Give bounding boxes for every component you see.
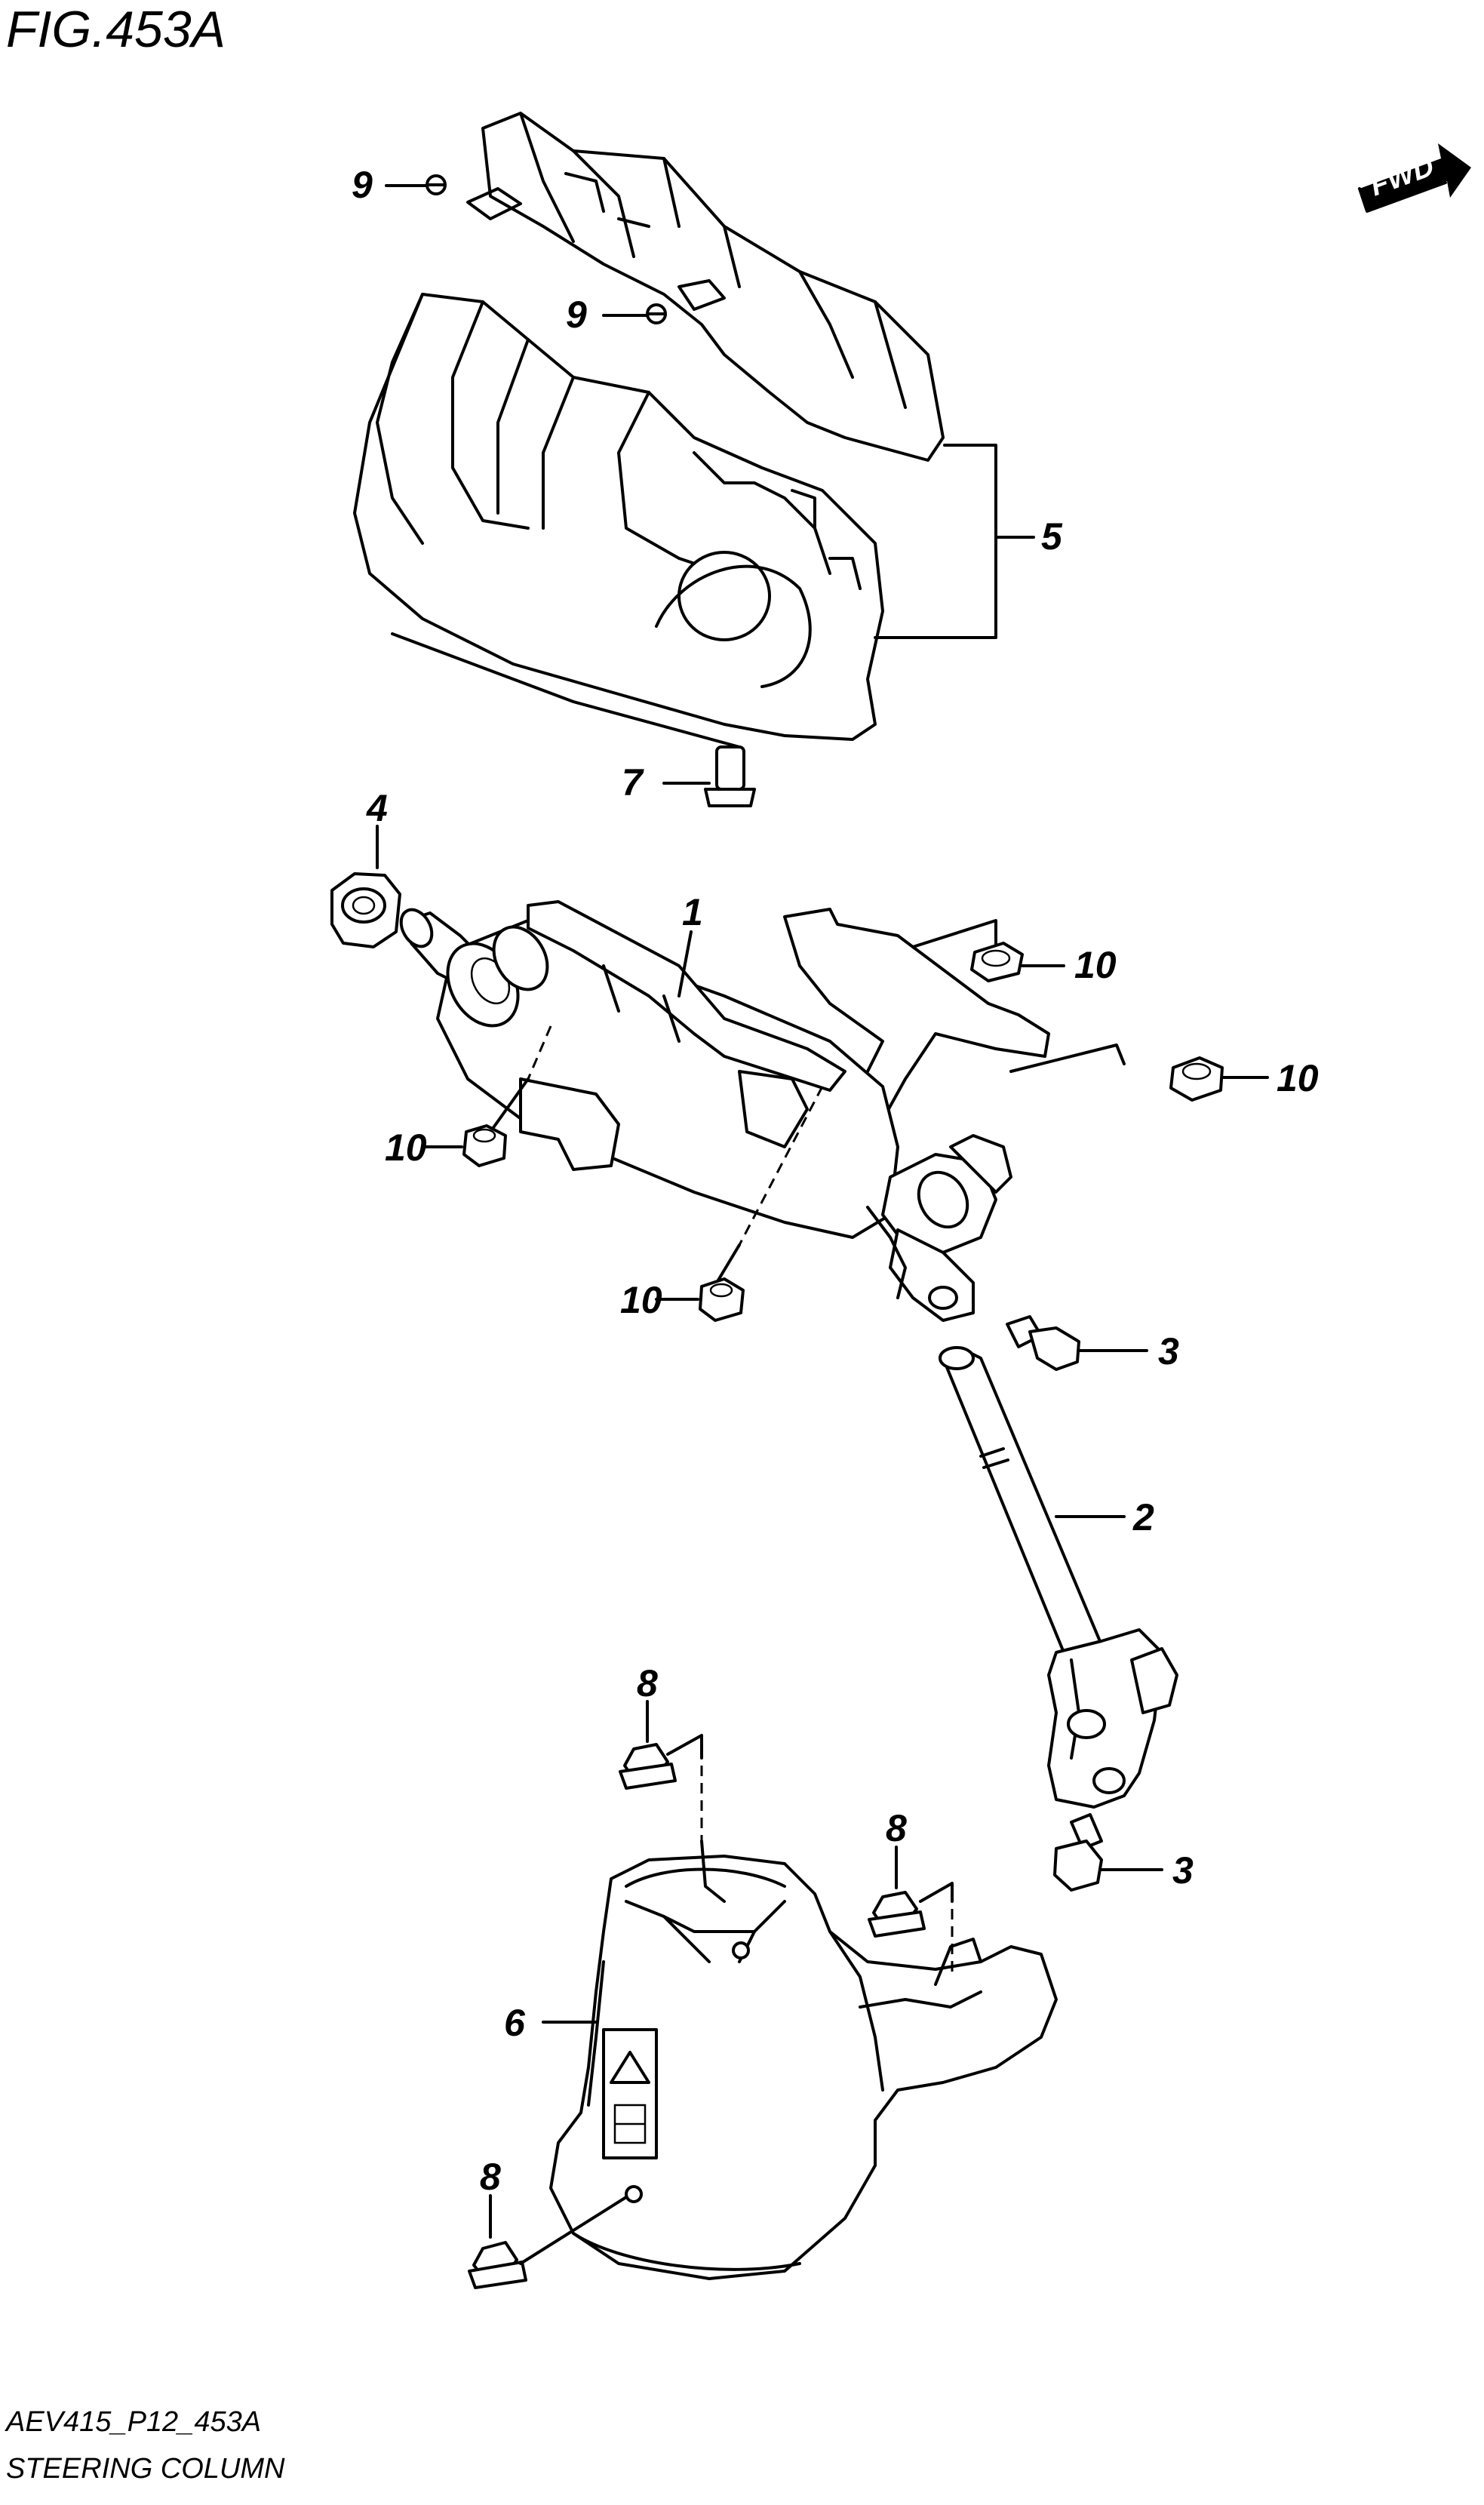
callout-3b: 3 — [1172, 1849, 1194, 1892]
lower-column-cover — [353, 293, 884, 748]
guide-10b — [738, 1086, 824, 1246]
guide-10c — [911, 919, 997, 948]
nut-10-left — [462, 1124, 507, 1167]
callout-10a: 10 — [385, 1126, 427, 1169]
nut-10-upper-right — [970, 942, 1024, 982]
leader-10b-line — [715, 1243, 741, 1284]
screw-9-upper — [426, 174, 447, 195]
bolt-8-top — [619, 1743, 677, 1790]
bracket-5 — [874, 444, 997, 639]
screw-7 — [704, 745, 756, 807]
steering-column-assembly — [399, 900, 1050, 1322]
callout-8a: 8 — [637, 1662, 658, 1704]
column-hole-cover — [549, 1855, 1058, 2280]
bolt-8-bottom — [468, 2241, 527, 2289]
callout-2: 2 — [1132, 1496, 1154, 1538]
guide-8a-end — [700, 1840, 726, 1903]
callout-7: 7 — [622, 761, 644, 804]
fwd-arrow-icon: FWD — [1358, 143, 1471, 213]
callout-10b: 10 — [620, 1279, 662, 1321]
guide-10a — [527, 1025, 552, 1080]
callout-6: 6 — [504, 2002, 526, 2044]
screw-9-middle — [646, 303, 667, 324]
guide-8c — [519, 2196, 628, 2265]
bolt-3-upper — [1006, 1315, 1080, 1371]
footer-code: AEV415_P12_453A — [5, 2406, 261, 2438]
bolt-8-middle — [868, 1891, 926, 1938]
callout-3a: 3 — [1158, 1330, 1179, 1372]
callout-10d: 10 — [1277, 1057, 1319, 1099]
callout-10c: 10 — [1074, 944, 1117, 986]
upper-column-cover — [466, 112, 945, 462]
bolt-3-lower — [1053, 1813, 1103, 1892]
callout-5: 5 — [1041, 515, 1063, 558]
leader-10a-line — [489, 1077, 530, 1133]
callout-8c: 8 — [480, 2156, 501, 2198]
guide-8b-bracket — [919, 1882, 954, 1903]
callout-8b: 8 — [886, 1807, 907, 1849]
callout-1: 1 — [682, 891, 703, 933]
nut-10-lower — [699, 1277, 745, 1322]
nut-10-right — [1169, 1056, 1224, 1102]
callout-4: 4 — [366, 787, 388, 829]
figure-title: FIG.453A — [6, 1, 226, 58]
nut-4 — [330, 872, 401, 948]
footer-caption: STEERING COLUMN — [6, 2453, 285, 2485]
guide-8a-bracket — [666, 1734, 703, 1760]
guide-10d — [1009, 1043, 1126, 1073]
leader-1 — [677, 930, 693, 997]
intermediate-shaft — [939, 1346, 1178, 1809]
callout-9a: 9 — [352, 164, 373, 206]
callout-9b: 9 — [566, 294, 587, 336]
